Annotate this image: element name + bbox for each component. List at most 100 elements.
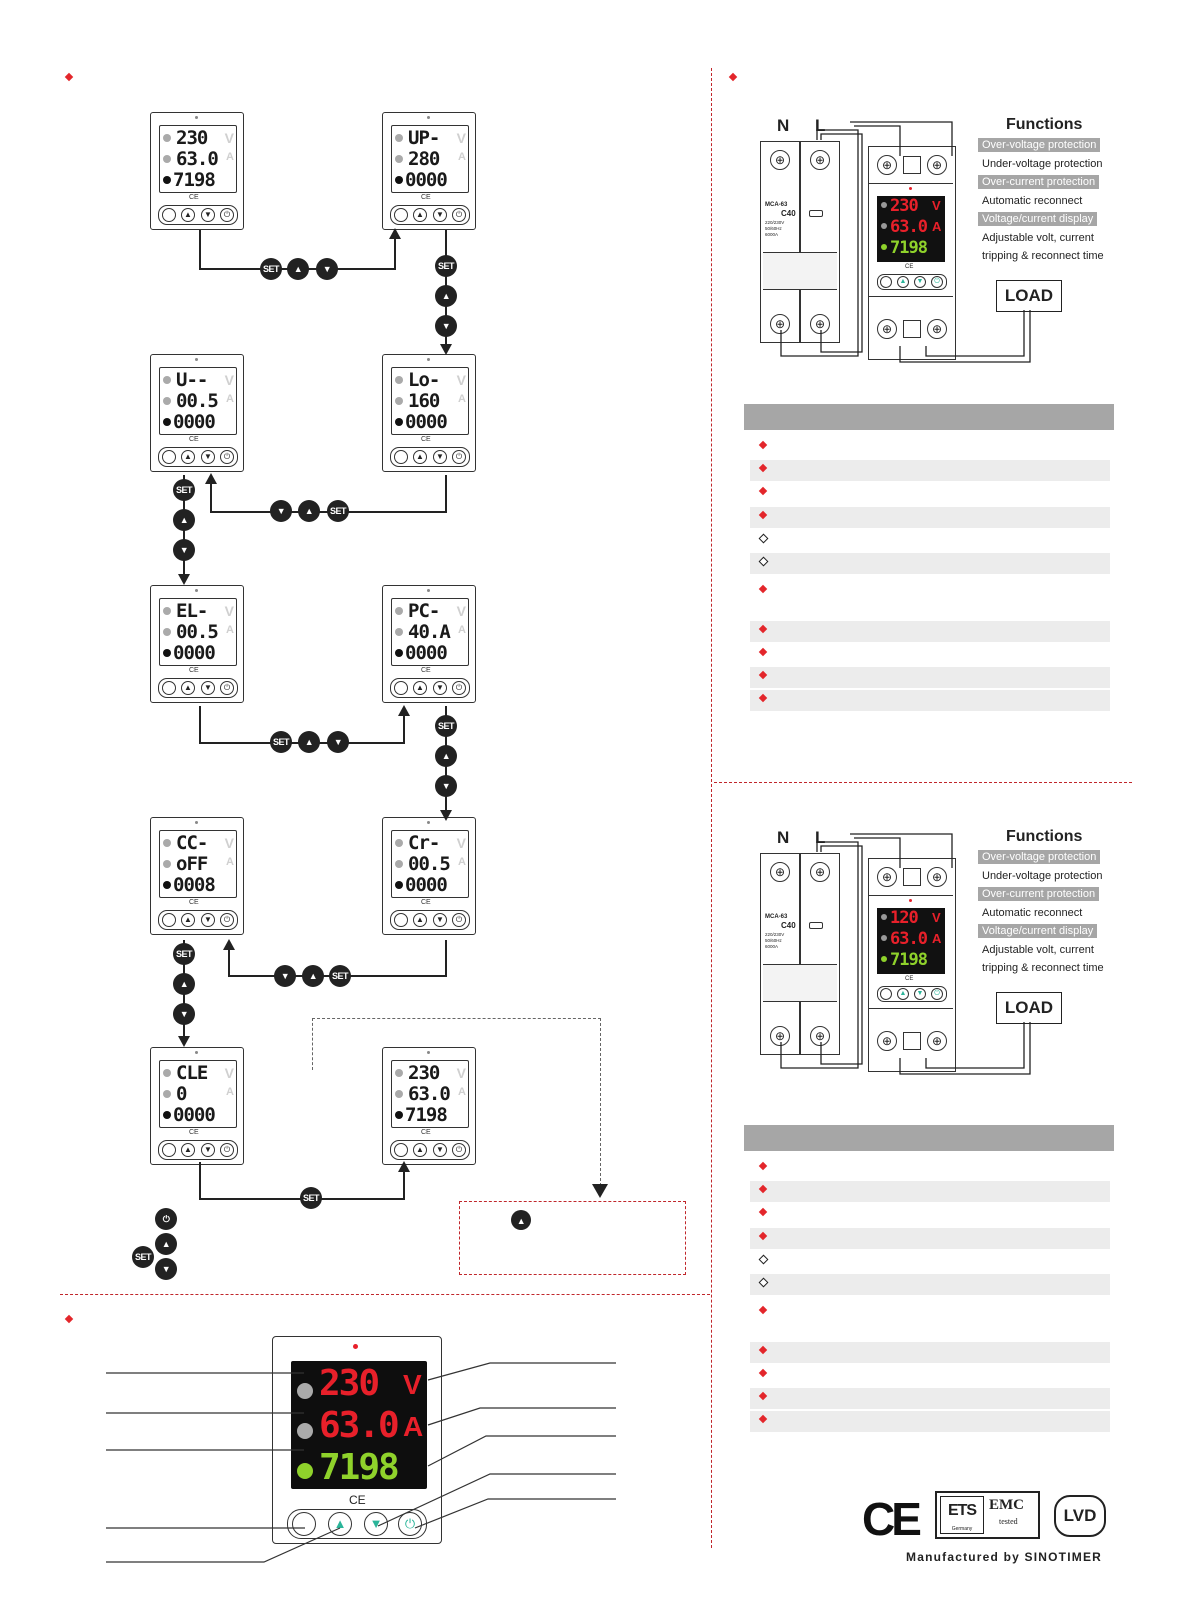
lcd-row-2: 63.0 xyxy=(176,148,219,170)
lcd-row-2: 63.0 xyxy=(408,1083,451,1105)
blank-button[interactable] xyxy=(394,1143,408,1157)
led-3 xyxy=(163,176,171,184)
wiring-lines xyxy=(780,833,1031,1075)
ce-mark-logo: CE xyxy=(862,1493,922,1545)
blank-button[interactable] xyxy=(162,913,176,927)
up-button[interactable]: ▲ xyxy=(413,1143,427,1157)
up-button[interactable]: ▲ xyxy=(181,1143,195,1157)
up-button[interactable]: ▲ xyxy=(181,681,195,695)
up-button[interactable]: ▲ xyxy=(413,681,427,695)
power-button[interactable]: ⏻ xyxy=(452,450,466,464)
down-button[interactable]: ▼ xyxy=(201,450,215,464)
up-button[interactable]: ▲ xyxy=(328,1512,352,1536)
power-button[interactable]: ⏻ xyxy=(452,913,466,927)
device-screen-s8: Cr- 00.5 0000 V A CE ▲ ▼ ⏻ xyxy=(382,817,476,935)
function-item: Voltage/current display xyxy=(978,924,1098,938)
power-button[interactable]: ⏻ xyxy=(452,1143,466,1157)
up-button[interactable]: ▲ xyxy=(181,913,195,927)
button-row: ▲ ▼ ⏻ xyxy=(390,910,470,930)
screw-terminal-icon: ⊕ xyxy=(877,867,897,887)
status-led xyxy=(427,589,430,592)
up-button[interactable]: ▲ xyxy=(181,208,195,222)
breaker-lever[interactable] xyxy=(763,252,837,290)
down-button[interactable]: ▼ xyxy=(433,681,447,695)
power-button[interactable]: ⏻ xyxy=(220,450,234,464)
led-2 xyxy=(395,860,403,868)
up-arrow-icon: ▲ xyxy=(173,509,195,531)
unit-v: V xyxy=(456,130,466,146)
breaker-indicator xyxy=(809,922,823,929)
blank-button[interactable] xyxy=(394,913,408,927)
led-2 xyxy=(395,155,403,163)
breaker-rating: C40 xyxy=(781,209,796,218)
up-arrow-icon: ▲ xyxy=(298,500,320,522)
unit-a: A xyxy=(458,856,466,868)
led-1 xyxy=(163,134,171,142)
function-item: Adjustable volt, current xyxy=(982,943,1094,956)
down-arrow-icon: ▼ xyxy=(327,731,349,753)
down-button[interactable]: ▼ xyxy=(364,1512,388,1536)
blank-button[interactable] xyxy=(162,681,176,695)
lcd-row-2: 0 xyxy=(176,1083,187,1105)
blank-button[interactable] xyxy=(394,450,408,464)
up-button[interactable]: ▲ xyxy=(181,450,195,464)
device-screen-s6: PC- 40.A 0000 V A CE ▲ ▼ ⏻ xyxy=(382,585,476,703)
up-arrow-icon: ▲ xyxy=(511,1210,531,1230)
down-button[interactable]: ▼ xyxy=(433,208,447,222)
down-button[interactable]: ▼ xyxy=(433,1143,447,1157)
power-button[interactable]: ⏻ xyxy=(452,681,466,695)
load-box: LOAD xyxy=(996,992,1062,1024)
function-item: Automatic reconnect xyxy=(982,194,1083,207)
down-button[interactable]: ▼ xyxy=(201,913,215,927)
device-screen-s4: Lo- 160 0000 V A CE ▲ ▼ ⏻ xyxy=(382,354,476,472)
wiring-diagram: N L ⊕ ⊕ MCA-63 C40 220/230V 50/60Hz 6000… xyxy=(750,116,1110,381)
mini-button-row: ▲ ▼ ⏻ xyxy=(877,274,947,290)
down-button[interactable]: ▼ xyxy=(201,208,215,222)
lcd-row-1: PC- xyxy=(408,600,440,622)
blank-button[interactable] xyxy=(162,1143,176,1157)
set-button-icon: SET xyxy=(173,479,195,501)
unit-v: V xyxy=(224,372,234,388)
panel-current-unit: A xyxy=(403,1411,424,1442)
power-button[interactable]: ⏻ xyxy=(452,208,466,222)
device-screen-s5: EL- 00.5 0000 V A CE ▲ ▼ ⏻ xyxy=(150,585,244,703)
blank-button[interactable] xyxy=(394,681,408,695)
breaker-lever[interactable] xyxy=(763,964,837,1002)
ce-mark: CE xyxy=(421,667,431,674)
unit-a: A xyxy=(458,151,466,163)
blank-button[interactable] xyxy=(394,208,408,222)
led-3 xyxy=(163,1111,171,1119)
lcd-row-1: 230 xyxy=(176,127,208,149)
function-item: Over-voltage protection xyxy=(978,850,1101,864)
power-button[interactable]: ⏻ xyxy=(220,913,234,927)
up-button[interactable]: ▲ xyxy=(413,208,427,222)
led-3 xyxy=(163,649,171,657)
down-button[interactable]: ▼ xyxy=(433,913,447,927)
ce-mark: CE xyxy=(421,899,431,906)
power-button[interactable]: ⏻ xyxy=(220,208,234,222)
ce-mark: CE xyxy=(421,1129,431,1136)
set-button-icon: SET xyxy=(300,1187,322,1209)
panel-led-2 xyxy=(297,1423,313,1439)
power-button[interactable]: ⏻ xyxy=(220,1143,234,1157)
led-1 xyxy=(395,839,403,847)
down-button[interactable]: ▼ xyxy=(433,450,447,464)
power-button[interactable]: ⏻ xyxy=(220,681,234,695)
up-button[interactable]: ▲ xyxy=(413,450,427,464)
blank-button[interactable] xyxy=(162,208,176,222)
led-2 xyxy=(163,397,171,405)
down-button[interactable]: ▼ xyxy=(201,1143,215,1157)
lcd-row-3: 0000 xyxy=(173,642,216,664)
blank-button[interactable] xyxy=(162,450,176,464)
mini-voltage: 120 xyxy=(890,908,919,928)
up-button[interactable]: ▲ xyxy=(413,913,427,927)
button-row: ▲ ▼ ⏻ xyxy=(390,447,470,467)
led-2 xyxy=(395,1090,403,1098)
down-button[interactable]: ▼ xyxy=(201,681,215,695)
breaker-indicator xyxy=(809,210,823,217)
unit-v: V xyxy=(456,1065,466,1081)
lcd-row-2: 160 xyxy=(408,390,440,412)
power-button[interactable]: ⏻ xyxy=(398,1512,422,1536)
breaker-spec: 50/60Hz xyxy=(765,226,782,231)
blank-button[interactable] xyxy=(292,1512,316,1536)
